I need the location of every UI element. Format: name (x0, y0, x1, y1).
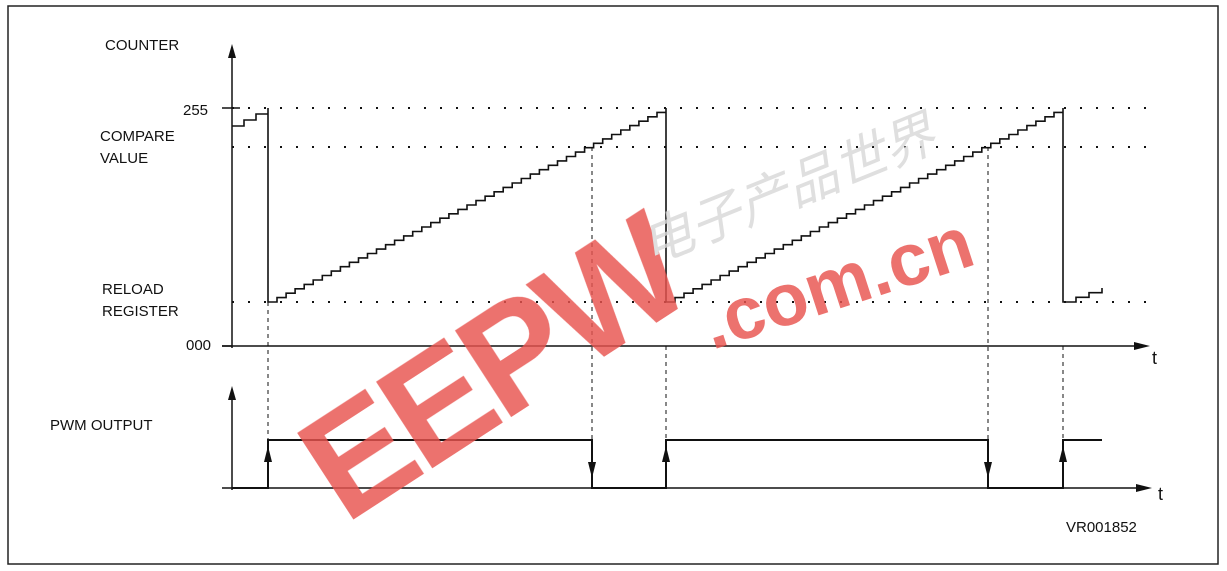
figure-id: VR001852 (1066, 519, 1137, 536)
counter-panel: COUNTER 255 COMPARE VALUE RELOAD REGISTE… (100, 37, 1157, 368)
edge-arrows (264, 446, 1067, 478)
figure-border (7, 5, 1219, 565)
pwm-x-arrow (1136, 484, 1152, 492)
counter-x-arrow (1134, 342, 1150, 350)
rise-arrow-2 (662, 446, 670, 462)
counter-staircase (232, 108, 1103, 303)
pwm-panel: PWM OUTPUT t (50, 386, 1163, 504)
level-255-label: 255 (183, 102, 208, 119)
rise-arrow-1 (264, 446, 272, 462)
rise-arrow-3 (1059, 446, 1067, 462)
projection-lines (267, 147, 1064, 440)
level-000-label: 000 (186, 337, 211, 354)
pwm-y-arrow (228, 386, 236, 400)
counter-y-arrow (228, 44, 236, 58)
compare-label-2: VALUE (100, 150, 148, 167)
reload-label-2: REGISTER (102, 303, 179, 320)
counter-time-label: t (1152, 348, 1157, 368)
pwm-axis-label: PWM OUTPUT (50, 417, 153, 434)
reload-label-1: RELOAD (102, 281, 164, 298)
pwm-time-label: t (1158, 484, 1163, 504)
fall-arrow-2 (984, 462, 992, 478)
compare-label-1: COMPARE (100, 128, 175, 145)
eepw-watermark: EEPW .com.cn 电子产品世界 (271, 103, 983, 551)
fall-arrow-1 (588, 462, 596, 478)
counter-axis-label: COUNTER (105, 37, 179, 54)
